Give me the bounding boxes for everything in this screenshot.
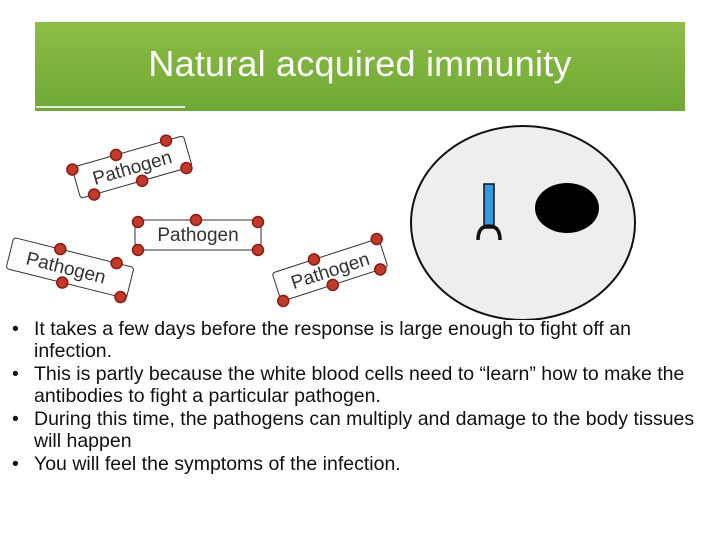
immune-diagram: Pathogen Pathogen Pathogen Pathogen	[6, 125, 636, 320]
title-underline	[36, 106, 185, 108]
bullet-item: • It takes a few days before the response…	[10, 318, 710, 362]
bullet-text: You will feel the symptoms of the infect…	[34, 453, 401, 475]
bullet-list: • It takes a few days before the response…	[10, 318, 710, 476]
bullet-text: It takes a few days before the response …	[34, 318, 631, 362]
pathogen-label: Pathogen	[157, 225, 238, 246]
title-banner: Natural acquired immunity	[35, 22, 685, 111]
bullet-dot: •	[12, 363, 19, 385]
pathogen-left: Pathogen	[6, 237, 134, 305]
cell-nucleus	[535, 183, 599, 233]
slide-title: Natural acquired immunity	[148, 43, 572, 84]
bullet-item: • During this time, the pathogens can mul…	[10, 408, 710, 452]
pathogen-center: Pathogen	[131, 213, 265, 257]
bullet-item: • This is partly because the white blood …	[10, 363, 710, 407]
bullet-dot: •	[12, 453, 19, 475]
bullet-text: During this time, the pathogens can mult…	[34, 408, 695, 452]
pathogen-right: Pathogen	[272, 231, 388, 309]
white-blood-cell	[410, 125, 636, 320]
antibody-icon	[476, 183, 502, 241]
bullet-text: This is partly because the white blood c…	[34, 363, 685, 407]
bullet-dot: •	[12, 318, 19, 340]
bullet-dot: •	[12, 408, 19, 430]
bullet-item: • You will feel the symptoms of the infec…	[10, 453, 710, 475]
pathogen-top: Pathogen	[64, 133, 194, 203]
